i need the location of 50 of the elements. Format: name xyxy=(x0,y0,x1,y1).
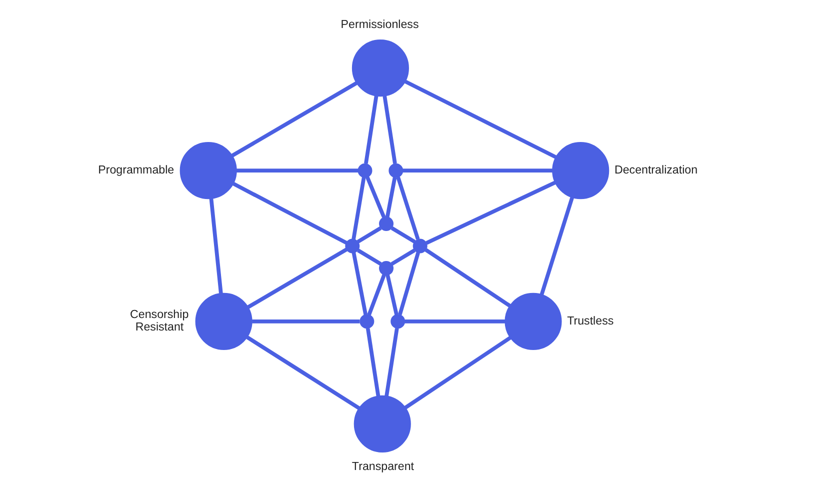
node-circle xyxy=(351,40,408,97)
connector xyxy=(539,196,574,296)
connector xyxy=(366,274,386,316)
connector xyxy=(208,198,222,294)
connector xyxy=(351,176,366,240)
connector xyxy=(364,96,378,164)
node-dot xyxy=(344,238,360,254)
connector xyxy=(424,248,510,308)
connector xyxy=(356,248,382,266)
node-circle xyxy=(179,142,236,200)
node-dot xyxy=(378,260,394,276)
connector xyxy=(384,328,398,396)
node-circle xyxy=(552,142,609,200)
node-dot xyxy=(412,238,427,254)
node-label: Trustless xyxy=(566,314,614,328)
connector xyxy=(236,168,358,173)
connector xyxy=(365,328,380,396)
connector xyxy=(390,226,416,244)
connector xyxy=(402,168,552,173)
connector xyxy=(390,248,416,266)
node-circle xyxy=(504,292,562,350)
connector xyxy=(404,336,511,410)
connector xyxy=(246,336,360,410)
node-dot xyxy=(378,216,394,232)
connector xyxy=(404,80,556,159)
connector xyxy=(384,177,396,218)
connector xyxy=(404,319,505,324)
connector xyxy=(382,96,396,164)
node-dot xyxy=(390,314,405,329)
connector xyxy=(230,81,357,158)
connector xyxy=(252,319,360,324)
node-label: Programmable xyxy=(98,164,174,177)
connector xyxy=(232,182,347,245)
node-label: Censorship Resistant xyxy=(130,308,188,334)
connector xyxy=(385,274,398,316)
node-dot xyxy=(359,314,374,329)
connector xyxy=(425,180,556,245)
node-dot xyxy=(357,163,372,178)
connector xyxy=(246,248,348,309)
connector xyxy=(351,252,368,315)
node-label: Transparent xyxy=(351,460,414,473)
node-label: Permissionless xyxy=(340,18,418,32)
node-label: Decentralization xyxy=(614,164,698,177)
connector xyxy=(398,252,420,316)
node-circle xyxy=(194,292,252,350)
connector xyxy=(396,176,420,240)
connector xyxy=(356,226,382,244)
node-dot xyxy=(388,163,403,178)
node-circle xyxy=(353,395,410,452)
connector xyxy=(364,176,386,218)
